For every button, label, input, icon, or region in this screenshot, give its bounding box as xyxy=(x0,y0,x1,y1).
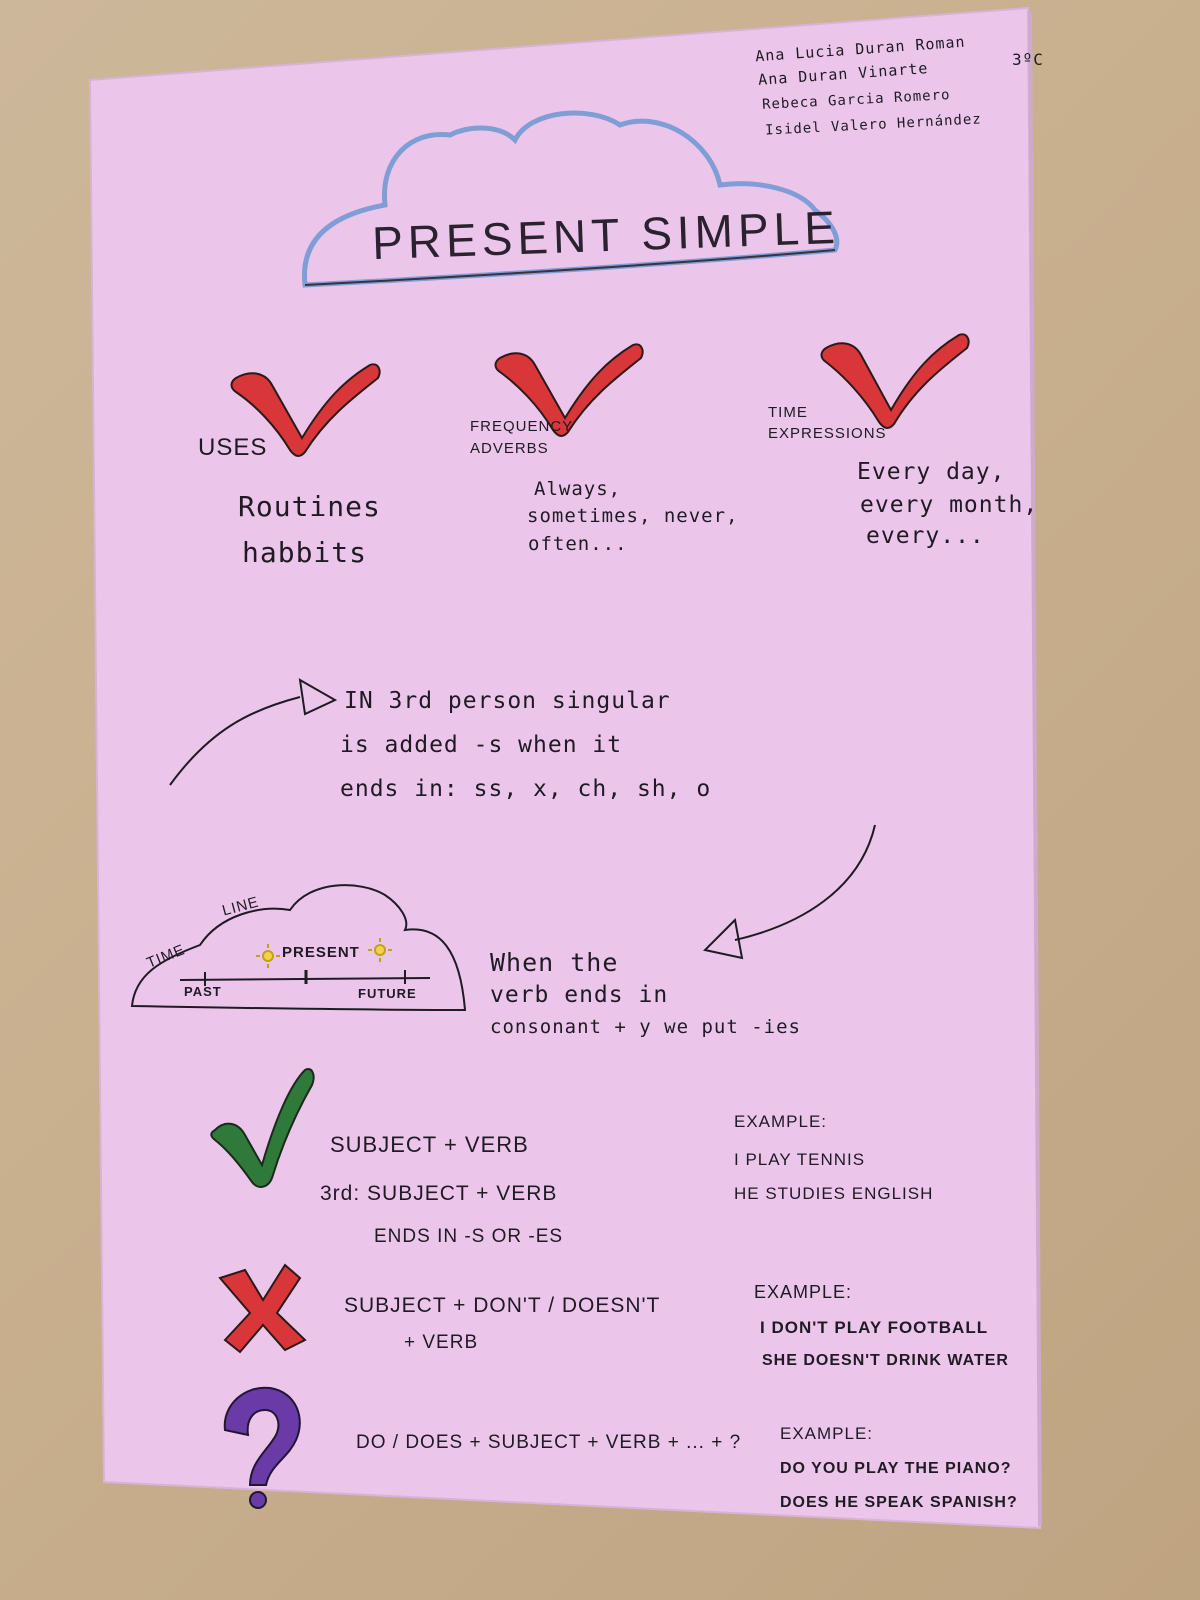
time-expressions-line-3: every... xyxy=(866,523,985,549)
time-expressions-check-icon xyxy=(820,333,970,429)
question-example-1: DO YOU PLAY THE PIANO? xyxy=(780,1460,1012,1477)
timeline-cloud-icon xyxy=(130,884,467,1012)
affirmative-line-1: SUBJECT + VERB xyxy=(330,1132,529,1157)
affirmative-line-3: ENDS IN -S OR -ES xyxy=(374,1226,564,1247)
frequency-line-2: sometimes, never, xyxy=(527,505,739,527)
affirmative-example-2: HE STUDIES ENGLISH xyxy=(734,1184,934,1203)
third-person-rule-line-2: is added -s when it xyxy=(340,732,623,758)
uses-line-1: Routines xyxy=(238,490,381,523)
arrow-to-third-person-icon xyxy=(169,696,301,786)
ies-rule-line-1: When the xyxy=(490,948,619,977)
time-expressions-line-1: Every day, xyxy=(857,459,1006,485)
negative-cross-icon xyxy=(218,1263,307,1354)
negative-example-2: SHE DOESN'T DRINK WATER xyxy=(762,1352,1009,1369)
uses-heading: USES xyxy=(198,434,268,461)
affirmative-check-icon xyxy=(210,1068,315,1188)
negative-example-label: EXAMPLE: xyxy=(754,1282,853,1302)
question-example-2: DOES HE SPEAK SPANISH? xyxy=(780,1494,1018,1511)
question-mark-icon xyxy=(223,1386,301,1486)
question-line-1: DO / DOES + SUBJECT + VERB + ... + ? xyxy=(356,1432,742,1453)
timeline-past-label: PAST xyxy=(184,984,222,999)
ies-rule-line-3: consonant + y we put -ies xyxy=(490,1016,801,1038)
sun-icon xyxy=(256,938,392,968)
frequency-check-icon xyxy=(494,343,644,437)
ies-rule-line-2: verb ends in xyxy=(490,982,669,1008)
uses-check-icon xyxy=(230,363,381,457)
third-person-rule-line-3: ends in: ss, x, ch, sh, o xyxy=(340,776,712,802)
time-expressions-heading: TIME EXPRESSIONS xyxy=(768,404,887,442)
third-person-rule-line-1: IN 3rd person singular xyxy=(344,688,671,714)
negative-example-1: I DON'T PLAY FOOTBALL xyxy=(760,1318,989,1337)
timeline-present-label: PRESENT xyxy=(282,944,360,961)
affirmative-line-2: 3rd: SUBJECT + VERB xyxy=(320,1182,558,1205)
negative-line-1: SUBJECT + DON'T / DOESN'T xyxy=(344,1294,661,1317)
affirmative-example-label: EXAMPLE: xyxy=(734,1112,828,1131)
arrow-to-ies-rule-icon xyxy=(734,824,876,941)
question-example-label: EXAMPLE: xyxy=(780,1424,874,1443)
time-expressions-line-2: every month, xyxy=(860,492,1039,518)
frequency-heading: FREQUENCY ADVERBS xyxy=(470,418,573,457)
frequency-line-1: Always, xyxy=(534,478,622,500)
frequency-line-3: often... xyxy=(528,533,628,555)
uses-line-2: habbits xyxy=(242,536,368,569)
affirmative-example-1: I PLAY TENNIS xyxy=(734,1150,866,1169)
class-label: 3ºC xyxy=(1012,50,1044,69)
negative-line-2: + VERB xyxy=(404,1332,479,1353)
timeline-future-label: FUTURE xyxy=(358,986,417,1001)
